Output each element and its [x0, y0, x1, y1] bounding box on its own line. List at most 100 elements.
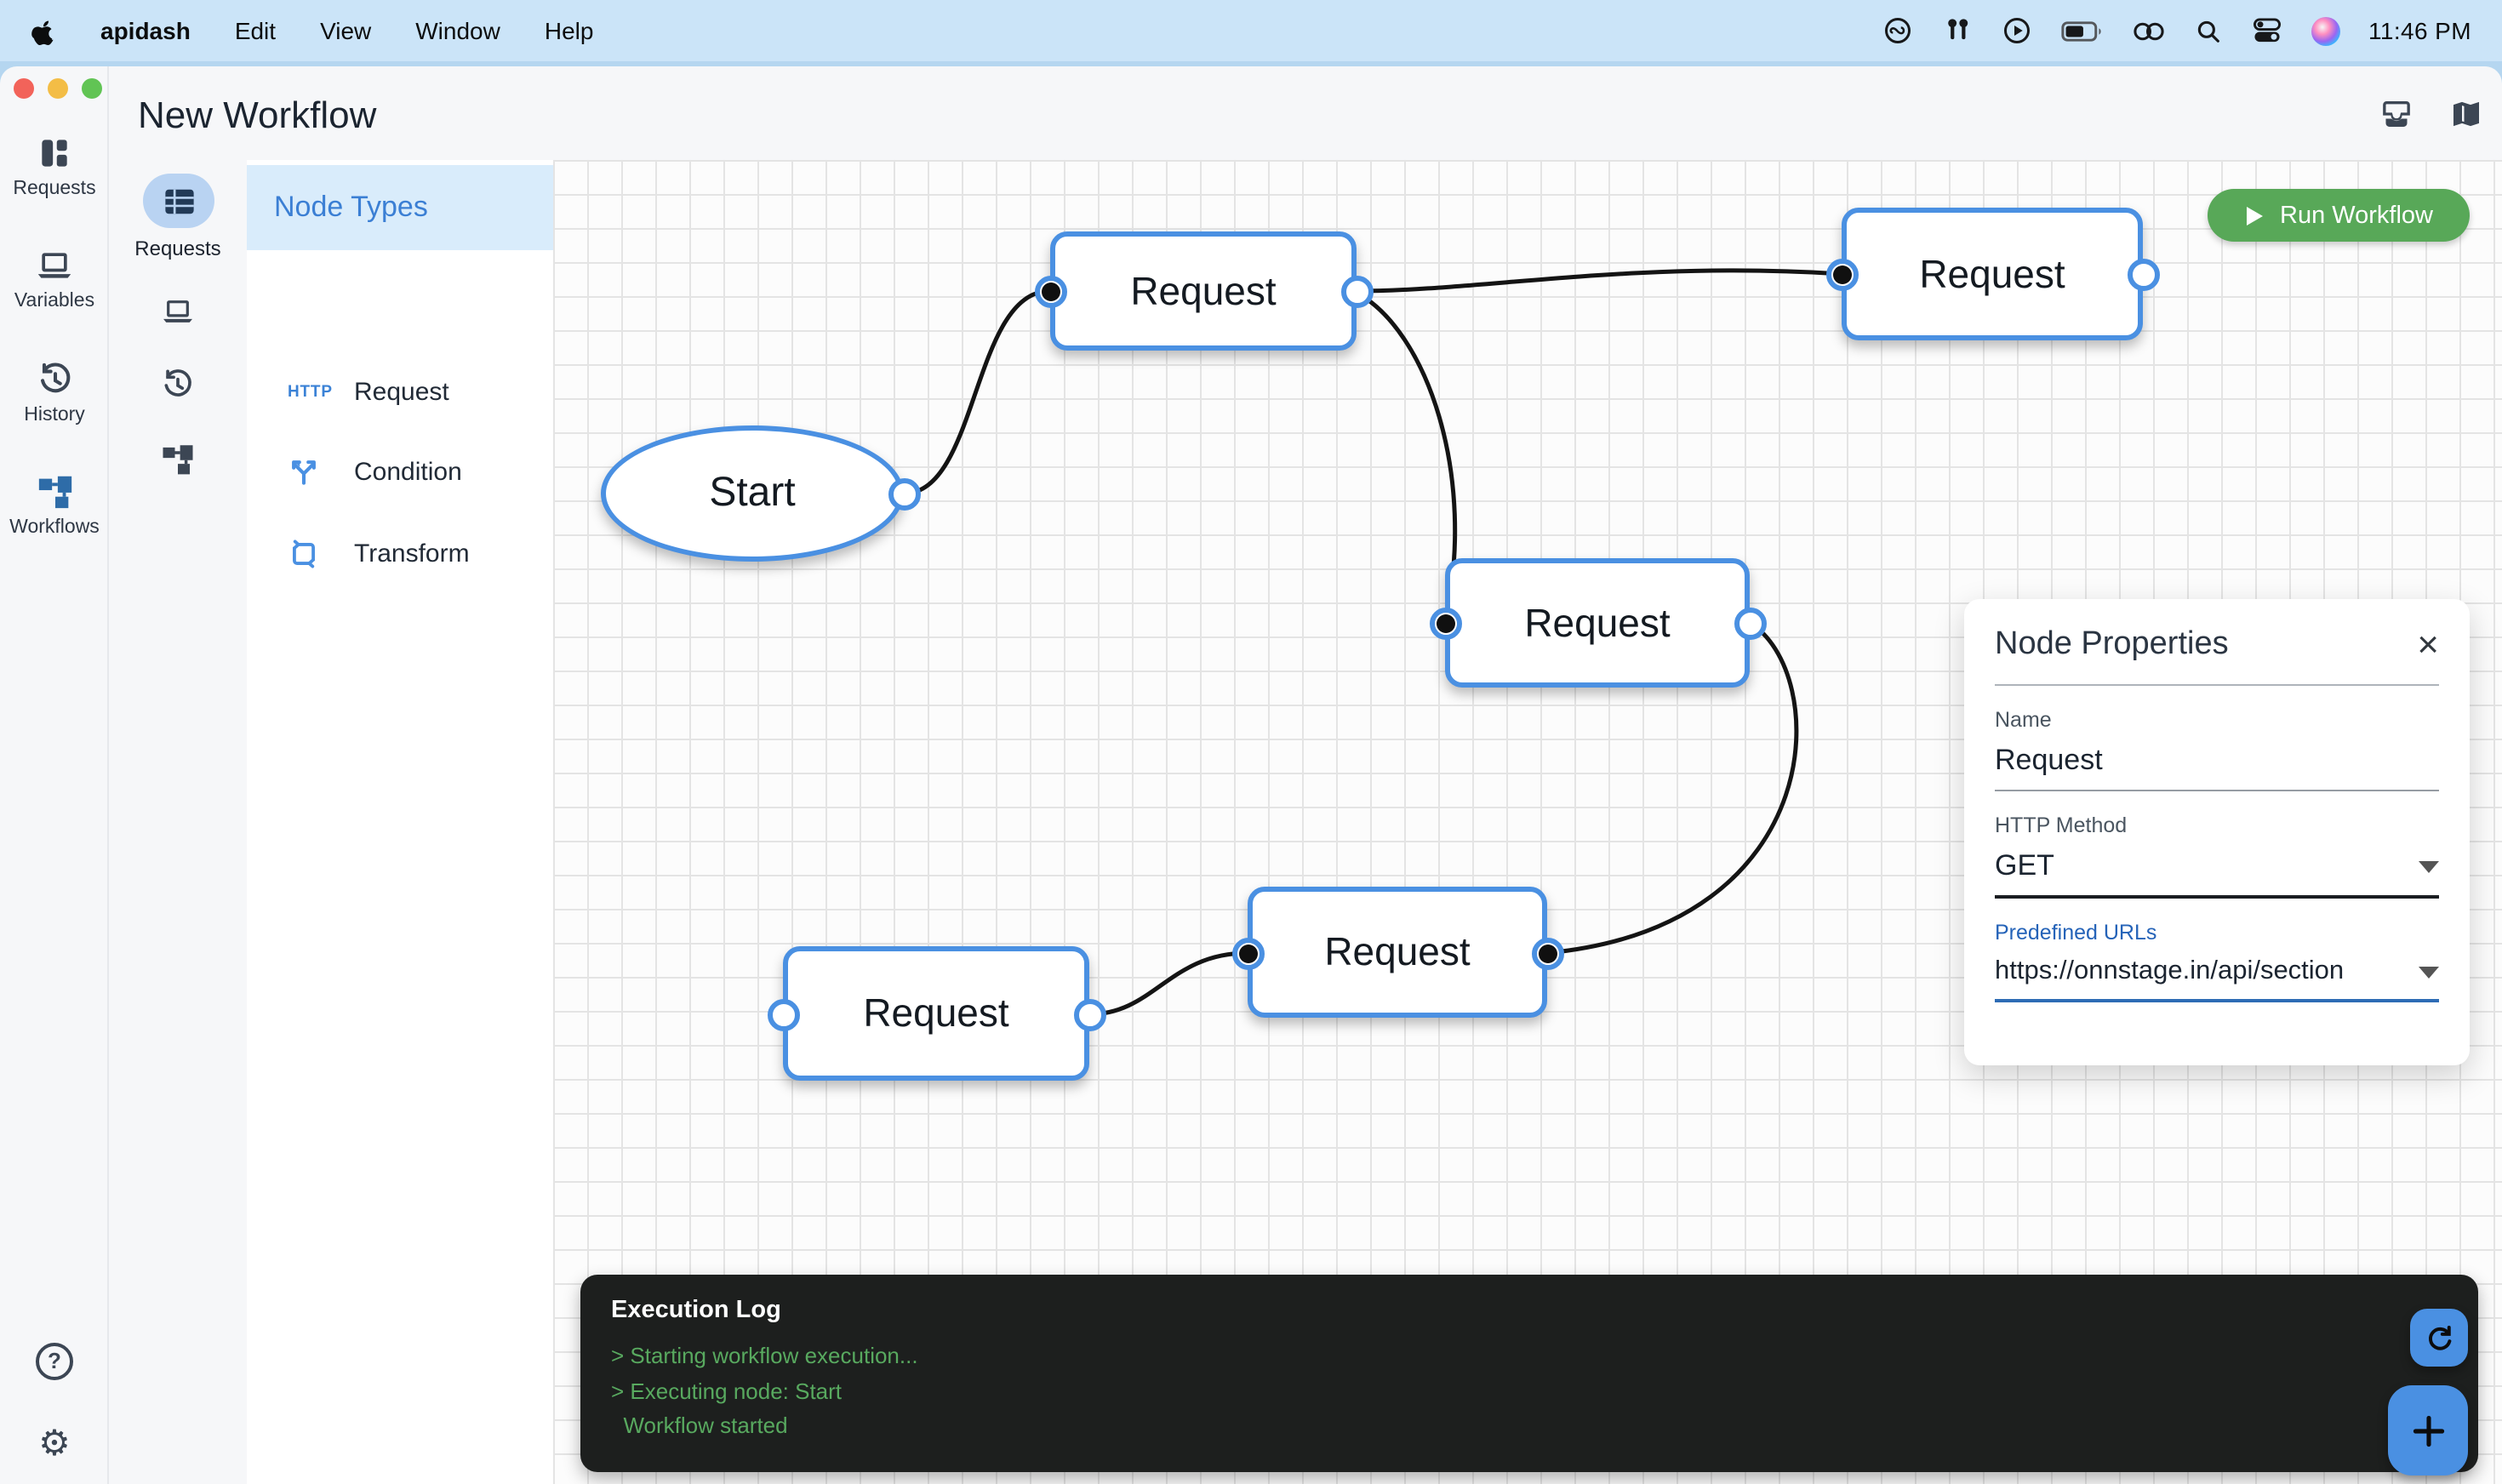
- refresh-button[interactable]: [2410, 1309, 2468, 1367]
- minimize-window-button[interactable]: [48, 78, 68, 99]
- zoom-window-button[interactable]: [82, 78, 102, 99]
- play-circle-icon[interactable]: [2001, 15, 2031, 46]
- http-badge: HTTP: [288, 382, 333, 401]
- node-request-1[interactable]: Request: [1050, 231, 1357, 351]
- output-port-request-3[interactable]: [1734, 607, 1766, 639]
- play-icon: [2246, 206, 2262, 225]
- battery-icon[interactable]: [2060, 20, 2103, 42]
- output-port-request-2[interactable]: [2127, 258, 2159, 290]
- predefined-urls-field: Predefined URLs https://onnstage.in/api/…: [1995, 921, 2439, 1002]
- node-start[interactable]: Start: [601, 425, 904, 562]
- log-line: > Executing node: Start: [611, 1378, 843, 1403]
- sidebar-label: Variables: [14, 291, 95, 311]
- edge-request1-request3[interactable]: [1355, 290, 1458, 624]
- workflow-icon: [163, 445, 193, 475]
- history-icon: [40, 362, 70, 393]
- http-method-select[interactable]: GET: [1995, 849, 2439, 899]
- split-arrows-icon: [288, 455, 332, 488]
- inbox-tray-icon[interactable]: [2379, 97, 2413, 140]
- rail-item-variables[interactable]: [160, 293, 196, 328]
- edge-start-request1[interactable]: [903, 288, 1051, 496]
- output-port-request-4[interactable]: [1073, 998, 1105, 1030]
- log-line: Workflow started: [611, 1413, 788, 1438]
- rail-item-workflows[interactable]: [160, 441, 196, 477]
- add-node-button[interactable]: [2388, 1385, 2468, 1475]
- node-properties-panel: Node Properties × Name Request HTTP Meth…: [1964, 599, 2470, 1065]
- node-label: Request: [1130, 268, 1277, 312]
- siri-icon[interactable]: [2311, 16, 2339, 45]
- sidebar-item-variables[interactable]: Variables: [0, 247, 109, 311]
- help-button[interactable]: ?: [0, 1343, 109, 1380]
- settings-gear-icon: ⚙: [38, 1424, 71, 1464]
- workflow-canvas[interactable]: Start Request Request Request Request Re…: [553, 160, 2502, 1484]
- palette-item-label: Transform: [354, 539, 470, 568]
- http-method-label: HTTP Method: [1995, 813, 2128, 837]
- menu-view[interactable]: View: [320, 17, 372, 44]
- rail-label-requests: Requests: [134, 237, 221, 260]
- menu-help[interactable]: Help: [544, 17, 594, 44]
- node-types-panel: Node Types HTTP Request Condition Transf…: [247, 160, 553, 1484]
- macos-menu-bar: apidash Edit View Window Help: [0, 0, 2502, 61]
- history-icon: [164, 369, 191, 397]
- palette-item-condition[interactable]: Condition: [247, 431, 553, 512]
- output-port-request-1[interactable]: [1340, 275, 1373, 307]
- rail-item-requests-active[interactable]: [143, 174, 214, 228]
- node-types-header: Node Types: [247, 165, 553, 250]
- secondary-rail: Requests: [109, 66, 247, 1484]
- http-method-field: HTTP Method GET: [1995, 813, 2439, 899]
- predefined-urls-label: Predefined URLs: [1995, 921, 2157, 945]
- output-port-request-5[interactable]: [1531, 937, 1563, 969]
- map-icon[interactable]: [2449, 97, 2483, 140]
- node-label: Request: [863, 990, 1009, 1035]
- link-icon[interactable]: [2132, 18, 2164, 43]
- settings-button[interactable]: ⚙: [0, 1424, 109, 1464]
- predefined-urls-select[interactable]: https://onnstage.in/api/section: [1995, 956, 2439, 1002]
- laptop-icon: [163, 300, 192, 322]
- rail-item-history[interactable]: [160, 366, 196, 402]
- input-port-request-1[interactable]: [1034, 275, 1066, 307]
- menu-edit[interactable]: Edit: [234, 17, 277, 44]
- log-line: > Starting workflow execution...: [611, 1343, 918, 1368]
- name-field: Name Request: [1995, 708, 2439, 791]
- close-icon[interactable]: ×: [2417, 623, 2439, 665]
- node-request-4[interactable]: Request: [783, 946, 1089, 1081]
- output-port-start[interactable]: [888, 477, 920, 510]
- close-window-button[interactable]: [14, 78, 34, 99]
- menu-clock[interactable]: 11:46 PM: [2368, 17, 2471, 44]
- airpods-icon[interactable]: [1941, 17, 1972, 44]
- menu-window[interactable]: Window: [415, 17, 500, 44]
- node-request-3[interactable]: Request: [1445, 558, 1750, 688]
- palette-item-label: Request: [354, 377, 449, 406]
- laptop-icon: [37, 253, 71, 278]
- search-icon[interactable]: [2193, 16, 2222, 45]
- control-center-icon[interactable]: [2251, 17, 2282, 44]
- menu-app-name[interactable]: apidash: [100, 17, 191, 44]
- apple-menu-icon[interactable]: [31, 16, 56, 45]
- edge-request4-request5[interactable]: [1088, 950, 1248, 1017]
- sidebar-label: Workflows: [9, 517, 100, 538]
- name-value: Request: [1995, 744, 2103, 776]
- sidebar-item-workflows[interactable]: Workflows: [0, 471, 109, 538]
- name-input[interactable]: Request: [1995, 744, 2439, 791]
- input-port-request-5[interactable]: [1231, 937, 1264, 969]
- edge-request1-request2[interactable]: [1356, 268, 1842, 294]
- sidebar-item-history[interactable]: History: [0, 359, 109, 425]
- node-request-5[interactable]: Request: [1248, 887, 1547, 1018]
- run-workflow-button[interactable]: Run Workflow: [2208, 189, 2470, 242]
- edge-layer: [903, 268, 1842, 1017]
- palette-item-request[interactable]: HTTP Request: [247, 351, 553, 432]
- node-label: Request: [1324, 929, 1471, 973]
- node-request-2[interactable]: Request: [1842, 208, 2143, 340]
- palette-item-label: Condition: [354, 457, 462, 486]
- sidebar-label: Requests: [13, 179, 96, 199]
- input-port-request-4[interactable]: [767, 998, 799, 1030]
- app-window: New Workflow Requests Variables History: [0, 66, 2502, 1484]
- input-port-request-2[interactable]: [1825, 258, 1858, 290]
- creative-cloud-icon[interactable]: [1882, 15, 1912, 46]
- edge-request3-request5[interactable]: [1546, 620, 1799, 956]
- divider: [1995, 684, 2439, 686]
- input-port-request-3[interactable]: [1429, 607, 1461, 639]
- execution-log-panel: Execution Log > Starting workflow execut…: [580, 1275, 2478, 1472]
- palette-item-transform[interactable]: Transform: [247, 512, 553, 594]
- sidebar-item-requests[interactable]: Requests: [0, 134, 109, 199]
